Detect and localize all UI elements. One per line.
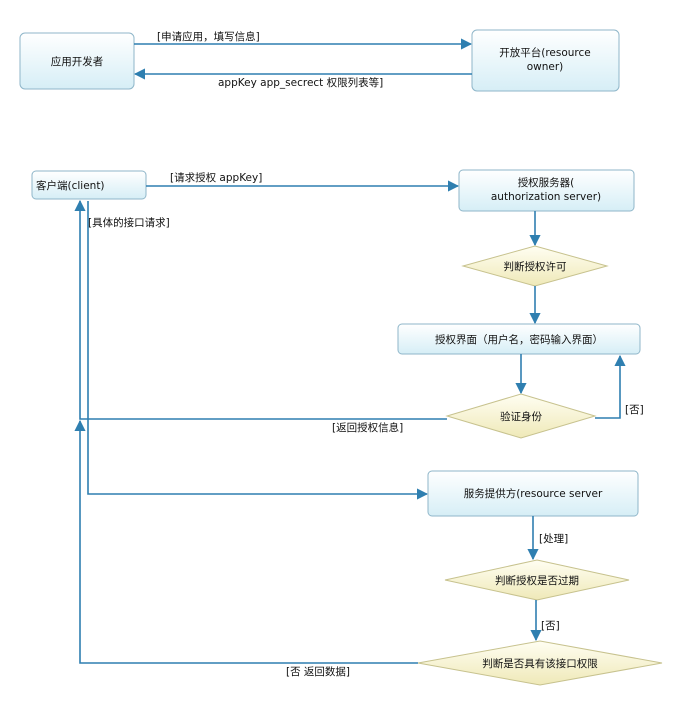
judge-permission-label: 判断授权许可 [504, 260, 567, 273]
edge-request-auth-label: [请求授权 appKey] [170, 171, 262, 184]
edge-verify-no [595, 354, 626, 419]
edge-specific-api-request-label: [具体的接口请求] [88, 216, 170, 229]
judge-expired-node [444, 559, 630, 601]
edge-return-data-label: [否 返回数据] [286, 665, 350, 678]
edge-app-key-return-label: appKey app_secrect 权限列表等] [218, 76, 383, 89]
judge-api-permission-node [417, 640, 663, 686]
judge-expired-label: 判断授权是否过期 [495, 574, 579, 587]
open-platform-node [471, 29, 620, 92]
auth-server-label-2: authorization server) [491, 191, 601, 203]
verify-identity-node [445, 393, 597, 439]
edge-verify-no-label: [否] [625, 404, 644, 416]
edge-expired-no-label: [否] [541, 620, 560, 632]
auth-page-node [397, 323, 641, 355]
developer-label: 应用开发者 [51, 55, 104, 68]
edge-return-auth-info [74, 199, 447, 420]
edge-process-label: [处理] [539, 533, 568, 545]
client-node [31, 170, 147, 200]
edge-return-auth-info-label: [返回授权信息] [332, 421, 403, 434]
edge-specific-api-request [87, 201, 429, 500]
auth-server-label-1: 授权服务器( [518, 176, 575, 189]
open-platform-label-2: owner) [527, 61, 564, 73]
auth-page-label: 授权界面（用户名，密码输入界面） [435, 333, 603, 346]
edge-return-data [74, 419, 418, 664]
developer-node [19, 32, 135, 90]
resource-server-label: 服务提供方(resource server [464, 487, 603, 500]
edge-apply-app-label: [申请应用，填写信息] [157, 30, 260, 43]
verify-identity-label: 验证身份 [500, 410, 542, 423]
judge-api-permission-label: 判断是否具有该接口权限 [482, 657, 598, 670]
open-platform-label-1: 开放平台(resource [499, 46, 591, 59]
client-label: 客户端(client) [36, 179, 105, 192]
